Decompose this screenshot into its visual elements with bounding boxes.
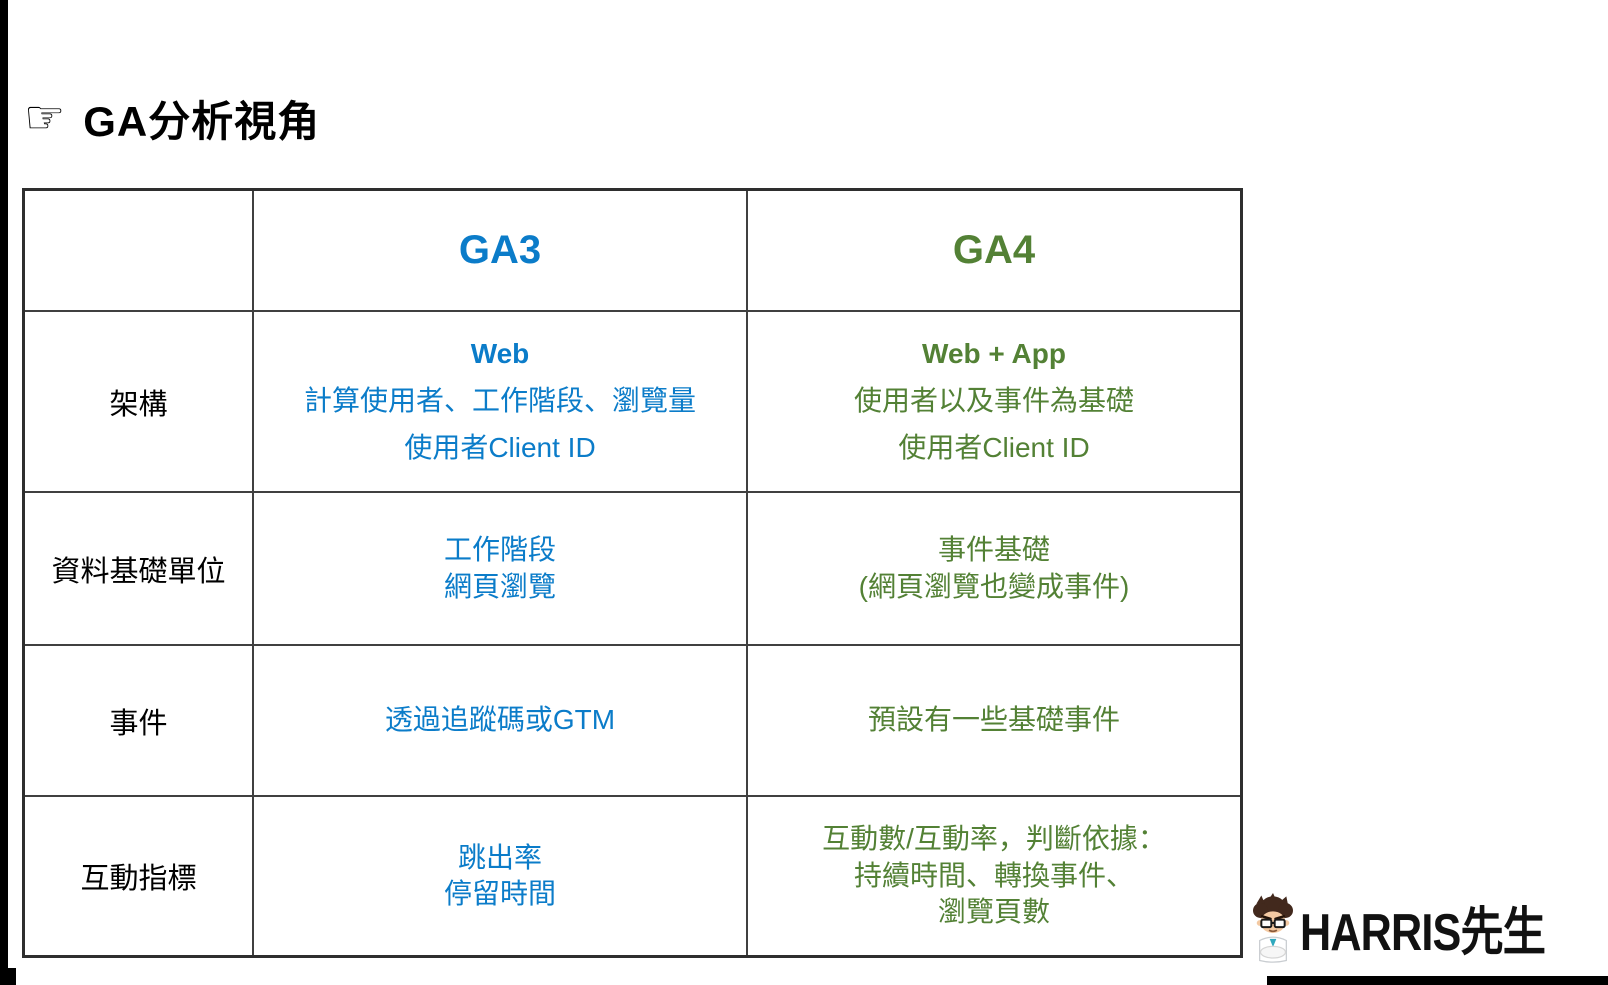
cell-line: 使用者Client ID <box>404 432 596 464</box>
cell-line: Web + App <box>922 338 1066 370</box>
row-header-label: 互動指標 <box>80 863 197 895</box>
cell-line: 跳出率 <box>457 841 542 873</box>
brand-name: HARRIS先生 <box>1300 904 1546 962</box>
bottom-right-bar <box>1267 976 1608 985</box>
cell-line: Web <box>470 338 530 370</box>
title-row: ☞ GA分析視角 <box>24 88 320 149</box>
cell-engagement-ga3: 跳出率 停留時間 <box>254 797 748 955</box>
cell-line: 使用者Client ID <box>898 432 1090 464</box>
cell-line: 使用者以及事件為基礎 <box>853 385 1134 417</box>
row-header-architecture: 架構 <box>25 312 254 493</box>
cell-architecture-ga4: Web + App 使用者以及事件為基礎 使用者Client ID <box>748 312 1240 493</box>
cell-events-ga4: 預設有一些基礎事件 <box>748 646 1240 797</box>
comparison-table: GA3 GA4 架構 Web 計算使用者、工作階段、瀏覽量 使用者Client … <box>22 188 1243 958</box>
cell-line: 瀏覽頁數 <box>937 896 1050 928</box>
cell-events-ga3: 透過追蹤碼或GTM <box>254 646 748 797</box>
cell-line: 工作階段 <box>443 534 556 566</box>
cell-line: 持續時間、轉換事件、 <box>853 859 1134 891</box>
cell-line: 計算使用者、工作階段、瀏覽量 <box>303 385 696 417</box>
row-header-label: 架構 <box>109 388 168 421</box>
row-header-data-unit: 資料基礎單位 <box>25 493 254 646</box>
row-header-label: 資料基礎單位 <box>51 555 226 588</box>
cell-architecture-ga3: Web 計算使用者、工作階段、瀏覽量 使用者Client ID <box>254 312 748 493</box>
cell-data-unit-ga4: 事件基礎 (網頁瀏覽也變成事件) <box>748 493 1240 646</box>
row-header-engagement: 互動指標 <box>25 797 254 955</box>
cell-line: 停留時間 <box>443 878 556 909</box>
cell-data-unit-ga3: 工作階段 網頁瀏覽 <box>254 493 748 646</box>
page-title: GA分析視角 <box>83 98 321 145</box>
cell-line: (網頁瀏覽也變成事件) <box>858 570 1130 602</box>
pointing-hand-icon: ☞ <box>24 90 66 143</box>
brand-logo: HARRIS先生 <box>1248 890 1595 965</box>
row-header-label: 事件 <box>109 707 168 740</box>
cell-line: 事件基礎 <box>937 534 1050 566</box>
cell-engagement-ga4: 互動數/互動率，判斷依據： 持續時間、轉換事件、 瀏覽頁數 <box>748 797 1240 955</box>
left-edge-bar-foot <box>0 968 16 985</box>
cell-line: 預設有一些基礎事件 <box>867 704 1120 736</box>
left-edge-bar <box>0 0 8 985</box>
cell-line: 透過追蹤碼或GTM <box>384 704 616 736</box>
cell-line: 網頁瀏覽 <box>443 570 556 602</box>
column-header-ga4: GA4 <box>748 191 1240 312</box>
harris-avatar-icon <box>1253 892 1293 963</box>
ga3-label: GA3 <box>458 228 542 272</box>
row-header-events: 事件 <box>25 646 254 797</box>
corner-cell <box>25 191 254 312</box>
cell-line: 互動數/互動率，判斷依據： <box>822 823 1166 855</box>
ga4-label: GA4 <box>952 228 1036 272</box>
column-header-ga3: GA3 <box>254 191 748 312</box>
